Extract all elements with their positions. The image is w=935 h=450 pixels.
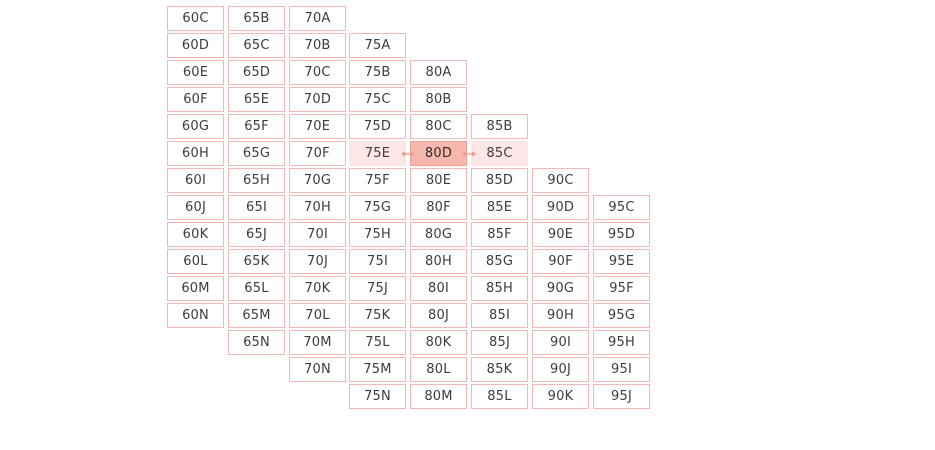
size-option-70e[interactable]: 70E bbox=[289, 114, 346, 139]
size-option-75g[interactable]: 75G bbox=[349, 195, 406, 220]
size-option-85b[interactable]: 85B bbox=[471, 114, 528, 139]
size-option-60f[interactable]: 60F bbox=[167, 87, 224, 112]
size-option-70j[interactable]: 70J bbox=[289, 249, 346, 274]
size-option-60i[interactable]: 60I bbox=[167, 168, 224, 193]
size-option-90g[interactable]: 90G bbox=[532, 276, 589, 301]
size-option-90d[interactable]: 90D bbox=[532, 195, 589, 220]
size-option-85k[interactable]: 85K bbox=[471, 357, 528, 382]
size-option-65k[interactable]: 65K bbox=[228, 249, 285, 274]
size-option-85d[interactable]: 85D bbox=[471, 168, 528, 193]
size-option-70i[interactable]: 70I bbox=[289, 222, 346, 247]
size-option-70h[interactable]: 70H bbox=[289, 195, 346, 220]
size-option-95j[interactable]: 95J bbox=[593, 384, 650, 409]
size-option-95d[interactable]: 95D bbox=[593, 222, 650, 247]
size-option-60j[interactable]: 60J bbox=[167, 195, 224, 220]
size-option-75l[interactable]: 75L bbox=[349, 330, 406, 355]
size-option-95f[interactable]: 95F bbox=[593, 276, 650, 301]
size-option-65l[interactable]: 65L bbox=[228, 276, 285, 301]
size-option-80c[interactable]: 80C bbox=[410, 114, 467, 139]
size-option-75j[interactable]: 75J bbox=[349, 276, 406, 301]
size-option-90c[interactable]: 90C bbox=[532, 168, 589, 193]
size-option-70g[interactable]: 70G bbox=[289, 168, 346, 193]
size-option-85l[interactable]: 85L bbox=[471, 384, 528, 409]
size-option-70k[interactable]: 70K bbox=[289, 276, 346, 301]
size-option-85i[interactable]: 85I bbox=[471, 303, 528, 328]
size-option-60n[interactable]: 60N bbox=[167, 303, 224, 328]
size-option-70d[interactable]: 70D bbox=[289, 87, 346, 112]
size-option-95h[interactable]: 95H bbox=[593, 330, 650, 355]
size-option-80f[interactable]: 80F bbox=[410, 195, 467, 220]
size-option-85e[interactable]: 85E bbox=[471, 195, 528, 220]
size-option-65h[interactable]: 65H bbox=[228, 168, 285, 193]
size-option-75f[interactable]: 75F bbox=[349, 168, 406, 193]
size-option-65g[interactable]: 65G bbox=[228, 141, 285, 166]
size-option-90k[interactable]: 90K bbox=[532, 384, 589, 409]
size-option-60m[interactable]: 60M bbox=[167, 276, 224, 301]
size-option-70n[interactable]: 70N bbox=[289, 357, 346, 382]
size-option-80e[interactable]: 80E bbox=[410, 168, 467, 193]
size-option-80m[interactable]: 80M bbox=[410, 384, 467, 409]
size-option-75d[interactable]: 75D bbox=[349, 114, 406, 139]
size-option-65e[interactable]: 65E bbox=[228, 87, 285, 112]
size-option-90i[interactable]: 90I bbox=[532, 330, 589, 355]
size-option-65b[interactable]: 65B bbox=[228, 6, 285, 31]
size-option-95c[interactable]: 95C bbox=[593, 195, 650, 220]
size-option-90e[interactable]: 90E bbox=[532, 222, 589, 247]
size-option-80b[interactable]: 80B bbox=[410, 87, 467, 112]
size-option-80j[interactable]: 80J bbox=[410, 303, 467, 328]
size-option-70m[interactable]: 70M bbox=[289, 330, 346, 355]
size-option-80a[interactable]: 80A bbox=[410, 60, 467, 85]
size-option-80h[interactable]: 80H bbox=[410, 249, 467, 274]
size-option-75e[interactable]: 75E bbox=[349, 141, 406, 166]
size-option-60k[interactable]: 60K bbox=[167, 222, 224, 247]
size-option-95e[interactable]: 95E bbox=[593, 249, 650, 274]
size-option-90h[interactable]: 90H bbox=[532, 303, 589, 328]
size-option-60l[interactable]: 60L bbox=[167, 249, 224, 274]
size-option-65d[interactable]: 65D bbox=[228, 60, 285, 85]
size-option-65n[interactable]: 65N bbox=[228, 330, 285, 355]
size-option-75c[interactable]: 75C bbox=[349, 87, 406, 112]
size-option-65m[interactable]: 65M bbox=[228, 303, 285, 328]
size-option-65i[interactable]: 65I bbox=[228, 195, 285, 220]
size-option-90j[interactable]: 90J bbox=[532, 357, 589, 382]
size-option-70a[interactable]: 70A bbox=[289, 6, 346, 31]
size-option-85h[interactable]: 85H bbox=[471, 276, 528, 301]
size-option-75b[interactable]: 75B bbox=[349, 60, 406, 85]
size-option-75k[interactable]: 75K bbox=[349, 303, 406, 328]
size-option-85c[interactable]: 85C bbox=[471, 141, 528, 166]
size-option-60d[interactable]: 60D bbox=[167, 33, 224, 58]
size-option-75i[interactable]: 75I bbox=[349, 249, 406, 274]
size-option-65f[interactable]: 65F bbox=[228, 114, 285, 139]
size-option-80l[interactable]: 80L bbox=[410, 357, 467, 382]
size-option-85g[interactable]: 85G bbox=[471, 249, 528, 274]
size-option-90f[interactable]: 90F bbox=[532, 249, 589, 274]
double-arrow-icon bbox=[401, 150, 415, 158]
size-option-65j[interactable]: 65J bbox=[228, 222, 285, 247]
size-option-95i[interactable]: 95I bbox=[593, 357, 650, 382]
size-option-80g[interactable]: 80G bbox=[410, 222, 467, 247]
size-option-75m[interactable]: 75M bbox=[349, 357, 406, 382]
size-option-75n[interactable]: 75N bbox=[349, 384, 406, 409]
size-option-70b[interactable]: 70B bbox=[289, 33, 346, 58]
size-option-85j[interactable]: 85J bbox=[471, 330, 528, 355]
size-option-70c[interactable]: 70C bbox=[289, 60, 346, 85]
size-option-60h[interactable]: 60H bbox=[167, 141, 224, 166]
size-option-80i[interactable]: 80I bbox=[410, 276, 467, 301]
size-option-85f[interactable]: 85F bbox=[471, 222, 528, 247]
size-option-70f[interactable]: 70F bbox=[289, 141, 346, 166]
size-option-80k[interactable]: 80K bbox=[410, 330, 467, 355]
size-option-70l[interactable]: 70L bbox=[289, 303, 346, 328]
size-option-75a[interactable]: 75A bbox=[349, 33, 406, 58]
size-option-60c[interactable]: 60C bbox=[167, 6, 224, 31]
size-option-65c[interactable]: 65C bbox=[228, 33, 285, 58]
size-option-80d[interactable]: 80D bbox=[410, 141, 467, 166]
size-option-60g[interactable]: 60G bbox=[167, 114, 224, 139]
double-arrow-icon bbox=[462, 150, 476, 158]
size-option-75h[interactable]: 75H bbox=[349, 222, 406, 247]
size-option-60e[interactable]: 60E bbox=[167, 60, 224, 85]
size-option-95g[interactable]: 95G bbox=[593, 303, 650, 328]
